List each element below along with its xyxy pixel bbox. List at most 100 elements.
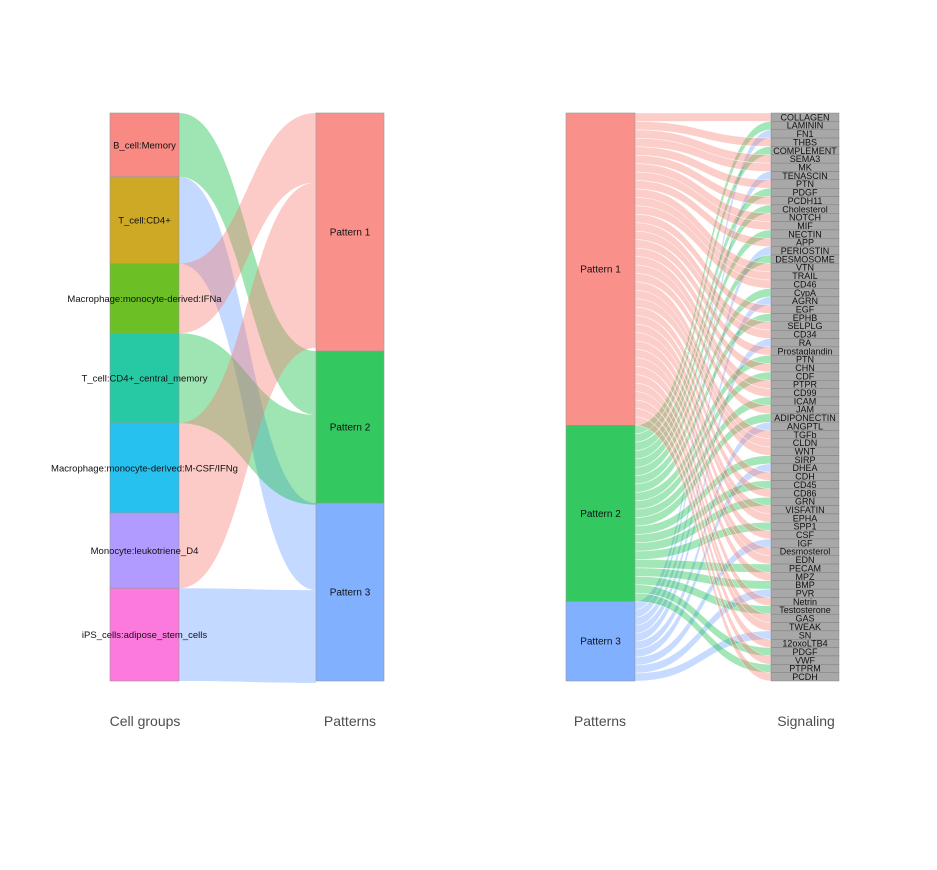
signaling-label-20: CD46 xyxy=(793,279,816,289)
cell-group-label-ips-cells-adipose-stem-cells: iPS_cells:adipose_stem_cells xyxy=(82,630,207,641)
left-flow-5 xyxy=(179,272,316,589)
signaling-label-28: Prostaglandin xyxy=(777,346,832,356)
signal-pattern-label-pattern-2: Pattern 2 xyxy=(580,509,621,520)
cell-group-label-t-cell-cd4-central-memory: T_cell:CD4+_central_memory xyxy=(82,374,208,385)
signaling-label-66: PTPRM xyxy=(789,664,821,674)
pattern-label-pattern-1: Pattern 1 xyxy=(330,228,371,239)
pattern-node-pattern-2 xyxy=(315,350,385,504)
cell-group-node-t-cell-cd4 xyxy=(109,176,180,264)
signaling-label-19: TRAIL xyxy=(792,271,818,281)
signaling-label-30: CHN xyxy=(795,363,815,373)
signaling-label-32: PTPR xyxy=(793,380,818,390)
signaling-label-64: PDGF xyxy=(792,647,818,657)
signaling-label-63: 12oxoLTB4 xyxy=(782,639,827,649)
signaling-label-6: MK xyxy=(798,162,812,172)
signaling-label-8: PTN xyxy=(796,179,814,189)
signaling-label-65: VWF xyxy=(795,655,815,665)
signaling-label-61: TWEAK xyxy=(789,622,821,632)
pattern-label-pattern-3: Pattern 3 xyxy=(330,588,371,599)
signaling-label-29: PTN xyxy=(796,355,814,365)
signaling-label-38: TGFb xyxy=(793,430,816,440)
right-panel-axis-label-patterns: Patterns xyxy=(574,713,626,729)
signaling-label-18: VTN xyxy=(796,263,814,273)
cell-group-label-macrophage-monocyte-derived-m-csf-ifng: Macrophage:monocyte-derived:M-CSF/IFNg xyxy=(51,464,238,475)
signaling-label-0: COLLAGEN xyxy=(780,112,829,122)
signaling-label-9: PDGF xyxy=(792,188,818,198)
left-panel-nodes: B_cell:MemoryT_cell:CD4+Macrophage:monoc… xyxy=(51,112,385,682)
cell-group-label-t-cell-cd4: T_cell:CD4+ xyxy=(118,216,171,227)
pattern-node-pattern-3 xyxy=(315,502,385,682)
signaling-label-53: EDN xyxy=(795,555,814,565)
signaling-label-44: CD45 xyxy=(793,480,816,490)
left-flow-1 xyxy=(179,176,316,591)
signaling-label-26: CD34 xyxy=(793,330,816,340)
left-panel-axis-label-cell-groups: Cell groups xyxy=(110,713,181,729)
signaling-label-54: PECAM xyxy=(789,563,821,573)
signaling-label-3: THBS xyxy=(793,137,817,147)
signal-pattern-label-pattern-3: Pattern 3 xyxy=(580,637,621,648)
signaling-label-13: MIF xyxy=(797,221,813,231)
signaling-label-36: ADIPONECTIN xyxy=(774,413,836,423)
signaling-label-52: Desmosterol xyxy=(780,547,831,557)
cell-group-label-monocyte-leukotriene-d4: Monocyte:leukotriene_D4 xyxy=(91,546,199,557)
right-panel-axis-label-signaling: Signaling xyxy=(777,713,835,729)
signaling-label-40: WNT xyxy=(795,446,816,456)
right-panel-nodes: Pattern 1 Pattern 2 Pattern 3 COLLAGENLAMIN… xyxy=(565,112,840,682)
signaling-label-25: SELPLG xyxy=(787,321,822,331)
left-flow-6 xyxy=(179,588,316,683)
signaling-label-21: CypA xyxy=(794,288,816,298)
signaling-flow-0 xyxy=(634,112,772,122)
signaling-label-58: Netrin xyxy=(793,597,817,607)
signaling-label-31: CDF xyxy=(796,371,815,381)
signaling-label-16: PERIOSTIN xyxy=(781,246,830,256)
signaling-label-10: PCDH11 xyxy=(788,196,823,206)
signaling-label-41: SIRP xyxy=(794,455,815,465)
signaling-label-60: GAS xyxy=(795,614,814,624)
signaling-label-23: EGF xyxy=(796,304,815,314)
signaling-label-45: CD86 xyxy=(793,488,816,498)
signaling-label-57: PVR xyxy=(796,588,815,598)
signaling-label-39: CLDN xyxy=(793,438,818,448)
signaling-node-67 xyxy=(770,672,840,682)
signaling-label-37: ANGPTL xyxy=(787,421,823,431)
signaling-label-4: COMPLEMENT xyxy=(773,146,837,156)
signaling-label-56: BMP xyxy=(795,580,815,590)
left-flow-3 xyxy=(179,333,316,505)
signaling-label-55: MPZ xyxy=(796,572,816,582)
signaling-label-11: Cholesterol xyxy=(782,204,828,214)
signaling-label-22: AGRN xyxy=(792,296,818,306)
signaling-label-33: CD99 xyxy=(793,388,816,398)
signal-pattern-label-pattern-1: Pattern 1 xyxy=(580,265,621,276)
cell-group-label-macrophage-monocyte-derived-ifna: Macrophage:monocyte-derived:IFNa xyxy=(67,294,222,305)
signaling-label-17: DESMOSOME xyxy=(775,254,835,264)
left-flow-4 xyxy=(179,182,316,513)
left-panel-axis-label-patterns: Patterns xyxy=(324,713,376,729)
signal-pattern-node-pattern-1 xyxy=(565,112,636,426)
signaling-label-12: NOTCH xyxy=(789,213,821,223)
signal-pattern-node-pattern-2 xyxy=(565,425,636,602)
signaling-label-48: EPHA xyxy=(793,513,818,523)
cell-group-node-b-cell-memory xyxy=(109,112,180,178)
left-panel-flows xyxy=(179,113,316,683)
signaling-label-43: CDH xyxy=(795,472,815,482)
signaling-label-24: EPHB xyxy=(793,313,818,323)
right-panel-flows xyxy=(634,112,772,682)
signaling-label-49: SPP1 xyxy=(793,522,816,532)
left-flow-2 xyxy=(179,113,316,334)
signaling-label-59: Testosterone xyxy=(779,605,831,615)
signal-pattern-node-pattern-3 xyxy=(565,601,636,682)
signaling-label-34: ICAM xyxy=(794,396,817,406)
signaling-label-2: FN1 xyxy=(796,129,813,139)
signaling-label-47: VISFATIN xyxy=(785,505,824,515)
signaling-label-50: CSF xyxy=(796,530,815,540)
signaling-label-46: GRN xyxy=(795,497,815,507)
signaling-label-15: APP xyxy=(796,238,814,248)
signaling-label-62: SN xyxy=(799,630,812,640)
signaling-label-14: NECTIN xyxy=(788,229,822,239)
signaling-label-27: RA xyxy=(799,338,812,348)
left-flow-0 xyxy=(179,113,316,415)
cell-group-node-t-cell-cd4-central-memory xyxy=(109,332,180,424)
signaling-label-1: LAMININ xyxy=(787,121,824,131)
signaling-label-5: SEMA3 xyxy=(790,154,821,164)
